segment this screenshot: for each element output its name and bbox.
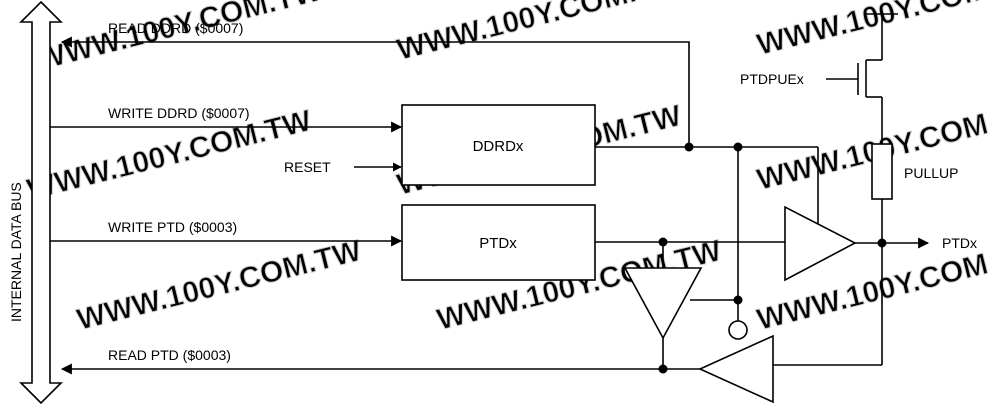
- pullup-enable-label: PTDPUEx: [740, 71, 804, 87]
- feedback-buffer: [623, 267, 703, 340]
- ddrd-block-label: DDRDx: [473, 138, 524, 155]
- read-ddrd-line: [60, 36, 690, 147]
- junction-dot: [733, 142, 743, 152]
- pullup-resistor: [871, 143, 893, 200]
- read-ptd-label: READ PTD ($0003): [108, 347, 231, 363]
- watermark-text: WWW.100Y.COM.TW: [74, 234, 366, 337]
- junction-dot: [658, 364, 668, 374]
- internal-data-bus-arrow: [19, 0, 63, 404]
- junction-dot: [658, 237, 668, 247]
- output-buffer: [784, 205, 857, 282]
- pullup-label: PULLUP: [904, 165, 958, 181]
- junction-dot: [684, 142, 694, 152]
- reset-label: RESET: [284, 159, 331, 175]
- write-ptd-label: WRITE PTD ($0003): [108, 219, 237, 235]
- junction-dot: [733, 295, 743, 305]
- junction-dot: [877, 238, 887, 248]
- watermark-text: WWW.100Y.COM.TW: [394, 0, 686, 67]
- enable-inversion-bubble: [728, 320, 748, 340]
- pin-label: PTDx: [942, 235, 977, 251]
- watermark-text: WWW.100Y.COM.TW: [754, 0, 990, 62]
- input-buffer: [698, 334, 774, 404]
- ddrd-register-block: [401, 104, 596, 186]
- ptd-block-label: PTDx: [479, 235, 517, 252]
- watermark-text: WWW.100Y.COM.TW: [34, 0, 326, 77]
- read-ddrd-label: READ DDRD ($0007): [108, 20, 243, 36]
- internal-data-bus-label: INTERNAL DATA BUS: [8, 182, 24, 322]
- write-ddrd-label: WRITE DDRD ($0007): [108, 105, 250, 121]
- ptd-register-block: [401, 204, 596, 281]
